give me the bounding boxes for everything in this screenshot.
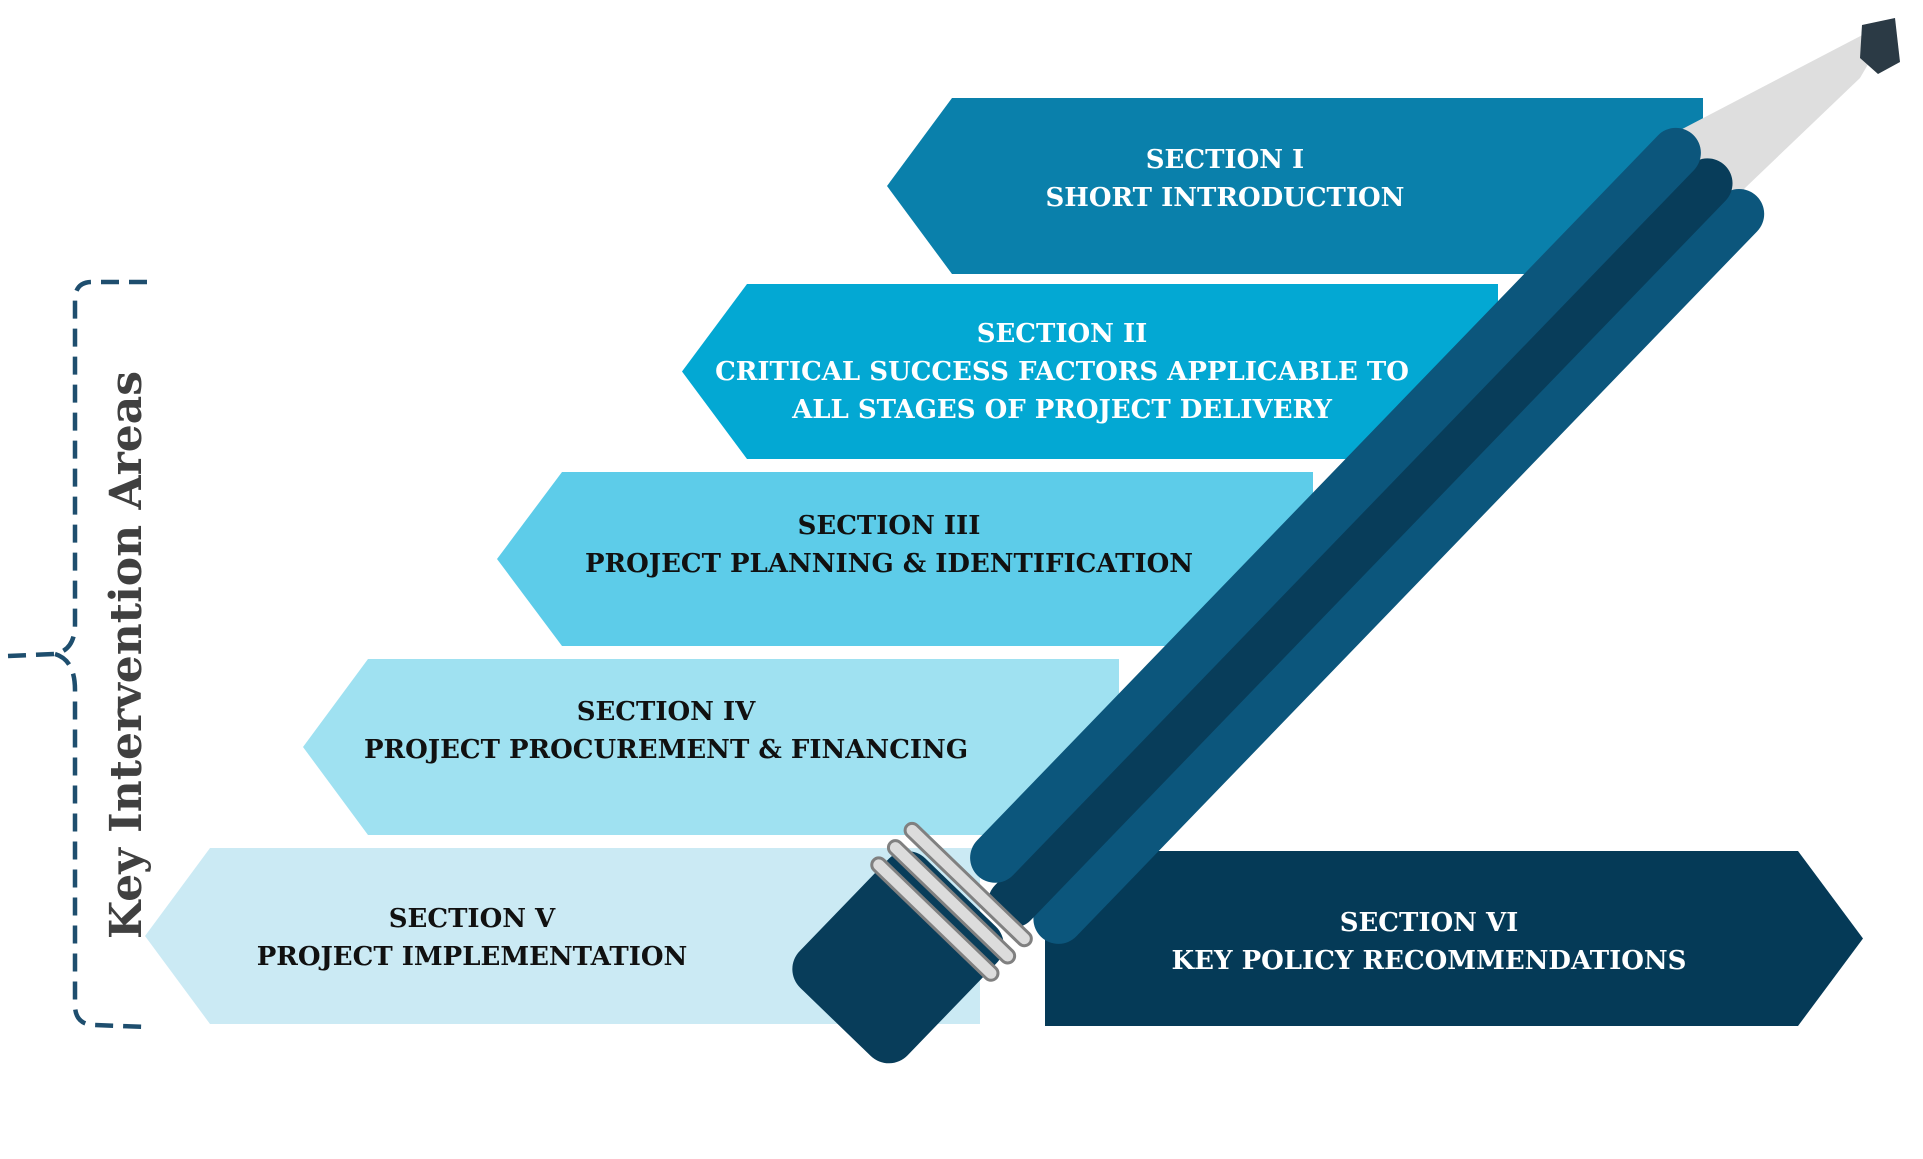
pencil-stripe-left bbox=[1033, 188, 1765, 944]
pencil-band-3 bbox=[870, 856, 1000, 982]
pencil-band-2 bbox=[886, 839, 1017, 965]
section-6-shape bbox=[1045, 851, 1863, 1026]
section-4-arrow: SECTION IV PROJECT PROCUREMENT & FINANCIN… bbox=[303, 659, 1119, 835]
section-4-title: SECTION IV bbox=[577, 697, 756, 727]
section-3-title: SECTION III bbox=[798, 511, 981, 541]
section-6-title: SECTION VI bbox=[1340, 908, 1519, 938]
section-4-shape bbox=[303, 659, 1119, 835]
section-3-shape bbox=[497, 472, 1313, 646]
bracket-path bbox=[7, 279, 148, 1030]
section-5-line-1: PROJECT IMPLEMENTATION bbox=[257, 942, 688, 972]
section-2-arrow: SECTION II CRITICAL SUCCESS FACTORS APPLI… bbox=[682, 284, 1498, 459]
pencil-icon bbox=[792, 18, 1900, 1064]
section-1-arrow: SECTION I SHORT INTRODUCTION bbox=[887, 98, 1703, 274]
section-2-title: SECTION II bbox=[977, 319, 1148, 349]
section-arrows: SECTION I SHORT INTRODUCTION SECTION II CRI… bbox=[145, 98, 1863, 1026]
pencil-lead bbox=[1860, 18, 1900, 74]
section-2-line-2: ALL STAGES OF PROJECT DELIVERY bbox=[791, 395, 1332, 425]
section-5-shape bbox=[145, 848, 980, 1024]
section-5-title: SECTION V bbox=[389, 904, 556, 934]
section-2-line-1: CRITICAL SUCCESS FACTORS APPLICABLE TO bbox=[715, 357, 1409, 387]
section-4-line-1: PROJECT PROCUREMENT & FINANCING bbox=[364, 735, 968, 765]
section-6-arrow: SECTION VI KEY POLICY RECOMMENDATIONS bbox=[1045, 851, 1863, 1026]
section-1-shape bbox=[887, 98, 1703, 274]
section-5-arrow: SECTION V PROJECT IMPLEMENTATION bbox=[145, 848, 980, 1024]
side-bracket bbox=[7, 279, 148, 1030]
pencil-stripe-middle bbox=[987, 158, 1733, 928]
section-3-arrow: SECTION III PROJECT PLANNING & IDENTIFICA… bbox=[497, 472, 1313, 646]
pencil-stripe-right bbox=[970, 127, 1701, 883]
section-1-line-1: SHORT INTRODUCTION bbox=[1046, 183, 1405, 213]
section-3-line-1: PROJECT PLANNING & IDENTIFICATION bbox=[585, 549, 1193, 579]
pencil-band-1 bbox=[903, 821, 1033, 948]
section-6-line-1: KEY POLICY RECOMMENDATIONS bbox=[1172, 946, 1687, 976]
pencil-tip bbox=[1665, 18, 1895, 210]
key-intervention-areas-label: Key Intervention Areas bbox=[101, 371, 152, 939]
section-1-title: SECTION I bbox=[1146, 145, 1304, 175]
section-2-shape bbox=[682, 284, 1498, 459]
